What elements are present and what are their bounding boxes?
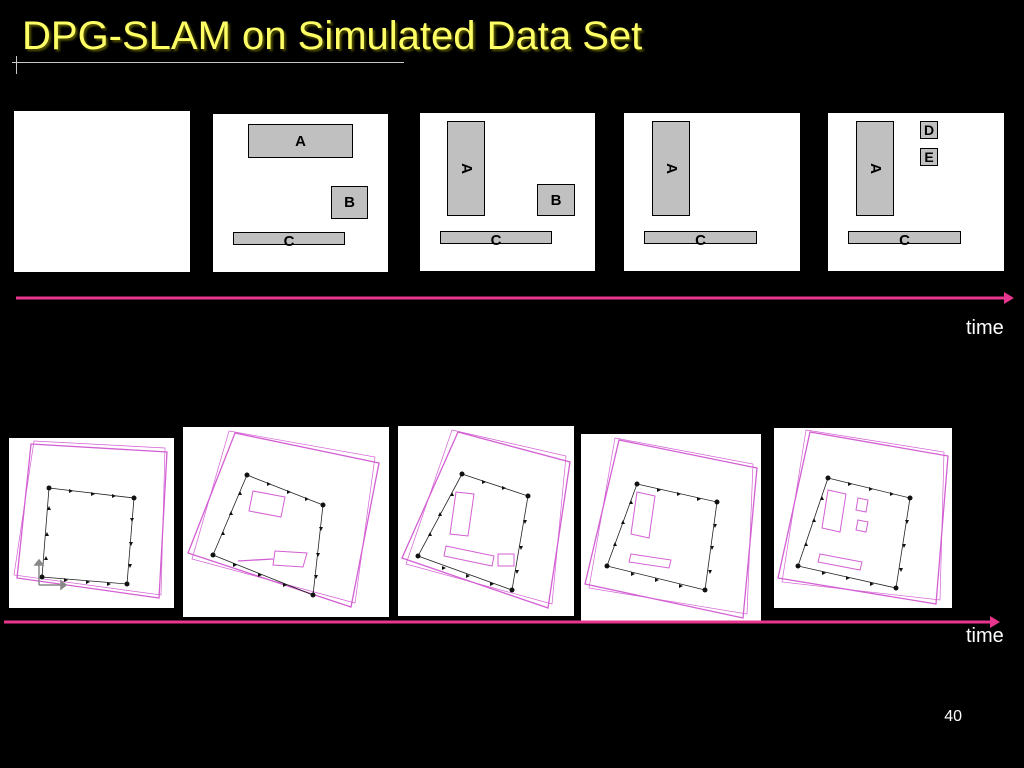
title-tick [16,56,17,74]
world-panel-3: A B C [420,113,595,271]
title-underline [12,62,404,63]
object-c: C [440,231,552,249]
world-panel-2: A B C [213,114,388,272]
object-c-label: C [899,232,910,249]
object-c: C [644,231,757,249]
object-b: B [537,184,575,216]
object-e-label: E [924,149,934,165]
world-panel-1 [14,111,190,272]
slide-title: DPG-SLAM on Simulated Data Set [22,14,643,58]
time-label-top: time [966,317,1004,339]
object-a: A [652,121,690,216]
map-snapshot-5 [774,428,952,608]
object-c-label: C [695,232,706,249]
object-a-label: A [457,163,475,174]
object-a-label: A [295,132,306,150]
object-a-label: A [866,163,884,174]
object-d: D [920,121,938,139]
object-c-label: C [283,233,295,250]
object-a: A [248,124,353,158]
page-number: 40 [944,708,962,725]
map-snapshot-2 [183,427,389,617]
object-c-label: C [490,232,502,249]
map-snapshot-3 [398,426,574,616]
object-b-label: B [550,191,562,209]
timeline-arrow-bottom [4,616,1000,628]
object-b: B [331,186,368,219]
world-panel-5: A D E C [828,113,1004,271]
world-panel-4: A C [624,113,800,271]
map-snapshot-1 [9,438,174,608]
object-d-label: D [923,122,935,138]
map-snapshot-4 [581,434,761,622]
object-a: A [856,121,894,216]
timeline-arrow-top [16,292,1014,304]
object-b-label: B [344,194,355,211]
time-label-bottom: time [966,625,1004,647]
object-a-label: A [662,163,680,174]
object-e: E [920,148,938,166]
object-c: C [233,232,345,250]
object-a: A [447,121,485,216]
object-c: C [848,231,961,249]
